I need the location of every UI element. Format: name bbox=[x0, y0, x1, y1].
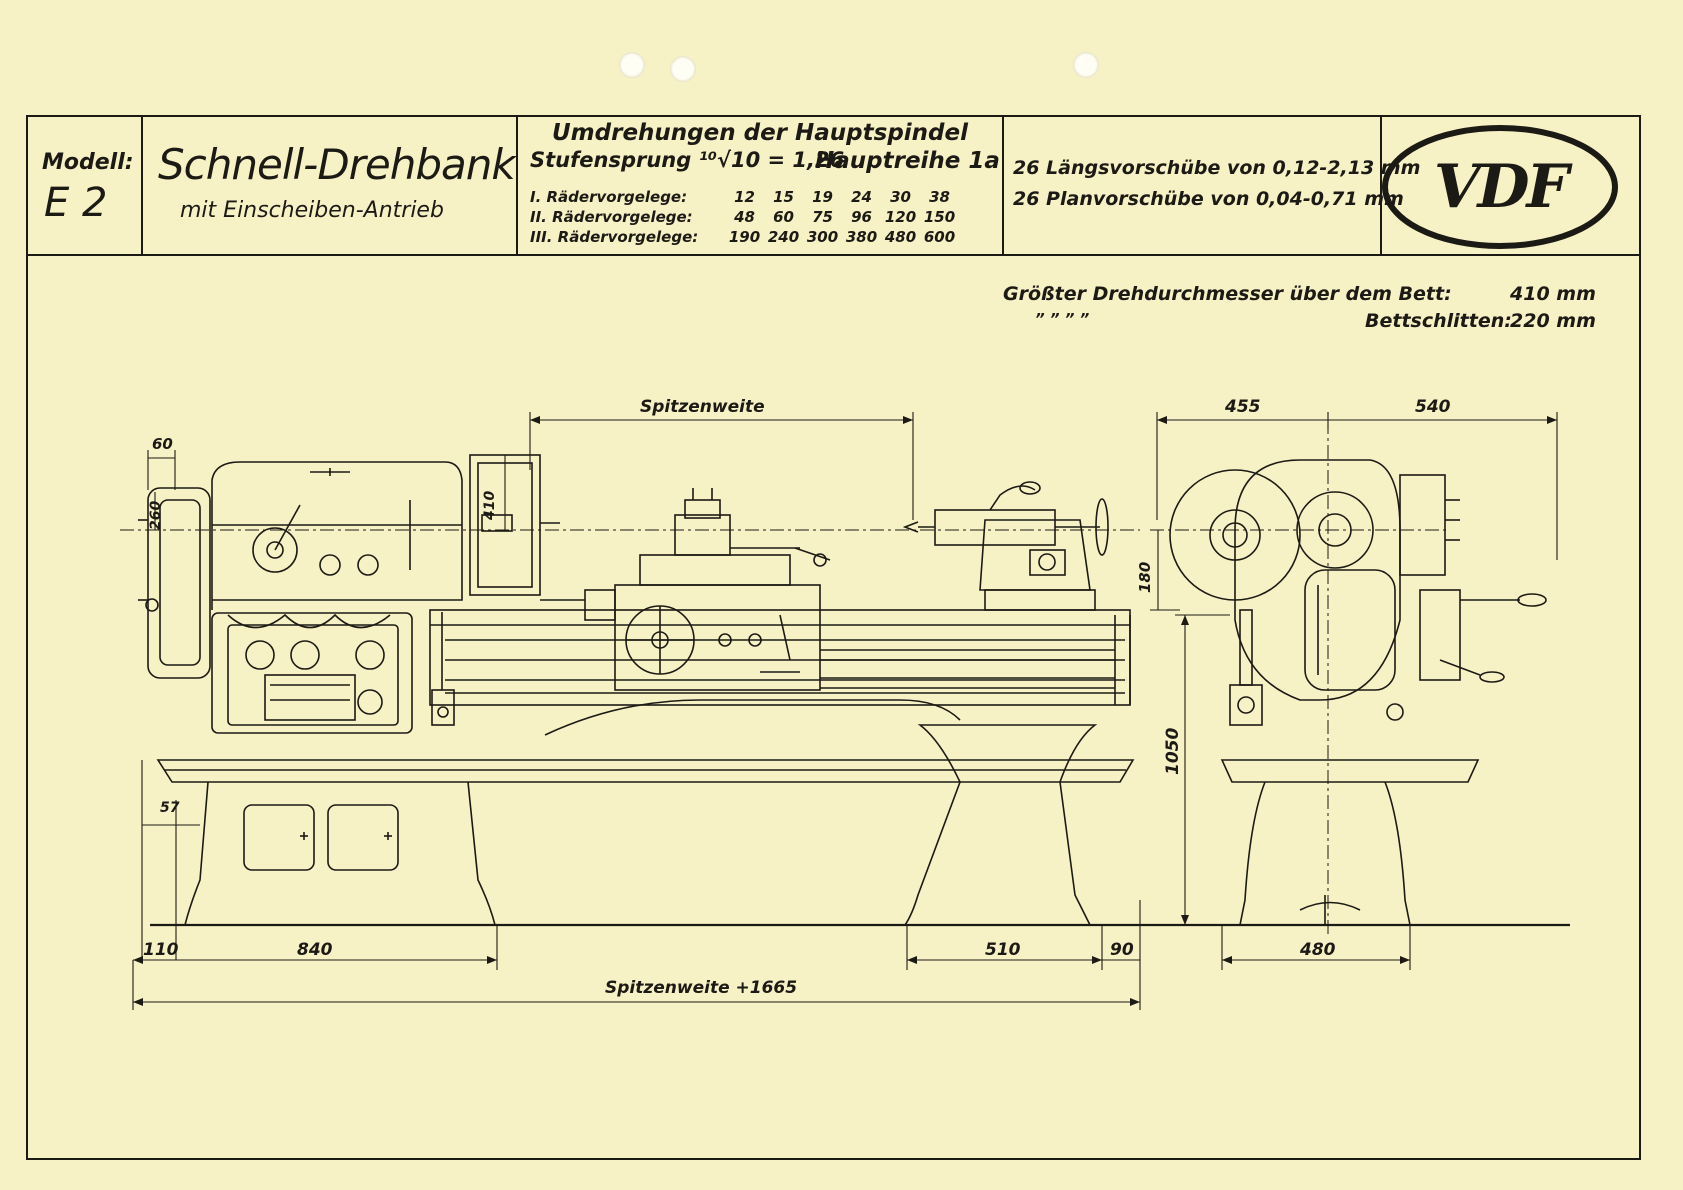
punch-hole-3 bbox=[1073, 52, 1099, 78]
dim-1050: 1050 bbox=[1163, 727, 1183, 775]
punch-hole-2 bbox=[670, 56, 696, 82]
stufensprung: Stufensprung ¹⁰√10 = 1,26 bbox=[530, 148, 845, 172]
drawing-frame bbox=[26, 115, 1641, 1160]
dim-410: 410 bbox=[482, 490, 498, 520]
dim-60: 60 bbox=[152, 435, 173, 453]
dim-180: 180 bbox=[1136, 561, 1154, 593]
dim-840: 840 bbox=[297, 940, 333, 960]
dim-total: Spitzenweite +1665 bbox=[605, 978, 798, 998]
spec-line-2-value: 220 mm bbox=[1510, 310, 1596, 332]
dim-90: 90 bbox=[1110, 940, 1134, 960]
rpm-title: Umdrehungen der Hauptspindel bbox=[552, 120, 968, 146]
dim-110: 110 bbox=[143, 940, 179, 960]
machine-title: Schnell-Drehbank bbox=[158, 140, 516, 189]
dim-57: 57 bbox=[160, 800, 180, 816]
dim-510: 510 bbox=[985, 940, 1021, 960]
vdf-logo: VDF bbox=[1433, 152, 1569, 222]
dim-260: 260 bbox=[148, 500, 164, 530]
machine-subtitle: mit Einscheiben-Antrieb bbox=[180, 198, 444, 223]
modell-label: Modell: bbox=[42, 150, 134, 175]
dim-spitzenweite: Spitzenweite bbox=[640, 397, 765, 417]
punch-hole-1 bbox=[619, 52, 645, 78]
spec-line-2-ditto: ” ” ” ” bbox=[1035, 310, 1090, 328]
dim-455: 455 bbox=[1225, 397, 1261, 417]
feed-longitudinal: 26 Längsvorschübe von 0,12-2,13 mm bbox=[1013, 157, 1421, 179]
spec-line-1-label: Größter Drehdurchmesser über dem Bett: bbox=[1003, 283, 1452, 305]
modell-value: E 2 bbox=[44, 180, 108, 226]
dim-480: 480 bbox=[1300, 940, 1336, 960]
spec-line-2-label: Bettschlitten: bbox=[1365, 310, 1512, 332]
spec-line-1-value: 410 mm bbox=[1510, 283, 1596, 305]
dim-540: 540 bbox=[1415, 397, 1451, 417]
hauptreihe: Hauptreihe 1a bbox=[815, 148, 1000, 174]
feed-cross: 26 Planvorschübe von 0,04-0,71 mm bbox=[1013, 188, 1404, 210]
